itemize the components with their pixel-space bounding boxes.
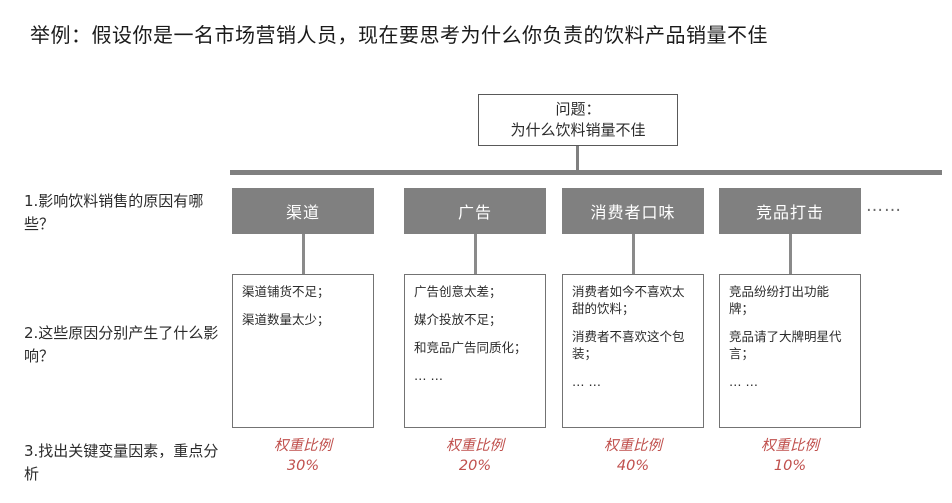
- column-connector: [631, 234, 635, 274]
- weight-label: 权重比例: [274, 438, 332, 454]
- cause-column: 消费者口味 消费者如今不喜欢太甜的饮料； 消费者不喜欢这个包装； … … 权重比…: [562, 188, 704, 474]
- effect-item: … …: [572, 374, 601, 389]
- weight-annotation: 权重比例 20%: [404, 436, 546, 476]
- weight-label: 权重比例: [761, 438, 819, 454]
- effect-item: 渠道铺货不足；: [242, 284, 330, 299]
- effect-item: 竞品纷纷打出功能牌；: [729, 284, 830, 316]
- row-label-effects: 2.这些原因分别产生了什么影响？: [24, 324, 219, 365]
- weight-label: 权重比例: [604, 438, 662, 454]
- cause-header-label: 渠道: [285, 203, 320, 222]
- problem-label: 问题：: [555, 100, 601, 118]
- problem-stem-connector: [576, 146, 579, 174]
- effects-box: 广告创意太差； 媒介投放不足； 和竞品广告同质化； … …: [404, 274, 546, 428]
- effect-item: 消费者不喜欢这个包装；: [572, 329, 685, 361]
- effect-item: 竞品请了大牌明星代言；: [729, 329, 842, 361]
- weight-annotation: 权重比例 10%: [719, 436, 861, 476]
- effect-item: … …: [414, 368, 443, 383]
- cause-header[interactable]: 渠道: [232, 188, 374, 234]
- effect-item: 渠道数量太少；: [242, 312, 330, 327]
- page-title: 举例：假设你是一名市场营销人员，现在要思考为什么你负责的饮料产品销量不佳: [30, 23, 768, 47]
- cause-header[interactable]: 消费者口味: [562, 188, 704, 234]
- more-causes-ellipsis: ……: [866, 196, 902, 216]
- weight-value: 30%: [286, 458, 320, 474]
- weight-value: 40%: [616, 458, 650, 474]
- cause-header-label: 广告: [457, 203, 492, 222]
- effect-item: 消费者如今不喜欢太甜的饮料；: [572, 284, 685, 316]
- weight-value: 20%: [458, 458, 492, 474]
- problem-box: 问题： 为什么饮料销量不佳: [478, 94, 678, 146]
- effect-item: 广告创意太差；: [414, 284, 502, 299]
- cause-header[interactable]: 竞品打击: [719, 188, 861, 234]
- effect-item: … …: [729, 374, 758, 389]
- weight-annotation: 权重比例 30%: [232, 436, 374, 476]
- horizontal-spine: [230, 170, 942, 175]
- effects-box: 竞品纷纷打出功能牌； 竞品请了大牌明星代言； … …: [719, 274, 861, 428]
- effect-item: 和竞品广告同质化；: [414, 340, 527, 355]
- cause-column: 广告 广告创意太差； 媒介投放不足； 和竞品广告同质化； … … 权重比例 20…: [404, 188, 546, 474]
- column-connector: [788, 234, 792, 274]
- column-connector: [301, 234, 305, 274]
- cause-header-label: 竞品打击: [755, 203, 824, 222]
- column-connector: [473, 234, 477, 274]
- cause-column: 竞品打击 竞品纷纷打出功能牌； 竞品请了大牌明星代言； … … 权重比例 10%: [719, 188, 861, 474]
- weight-annotation: 权重比例 40%: [562, 436, 704, 476]
- effects-box: 消费者如今不喜欢太甜的饮料； 消费者不喜欢这个包装； … …: [562, 274, 704, 428]
- effects-box: 渠道铺货不足； 渠道数量太少；: [232, 274, 374, 428]
- row-label-causes: 1.影响饮料销售的原因有哪些？: [24, 192, 204, 233]
- cause-header[interactable]: 广告: [404, 188, 546, 234]
- weight-label: 权重比例: [446, 438, 504, 454]
- problem-statement: 为什么饮料销量不佳: [510, 121, 646, 139]
- cause-header-label: 消费者口味: [590, 203, 676, 222]
- row-label-weights: 3.找出关键变量因素，重点分析: [24, 442, 219, 483]
- weight-value: 10%: [773, 458, 807, 474]
- cause-column: 渠道 渠道铺货不足； 渠道数量太少； 权重比例 30%: [232, 188, 374, 474]
- effect-item: 媒介投放不足；: [414, 312, 502, 327]
